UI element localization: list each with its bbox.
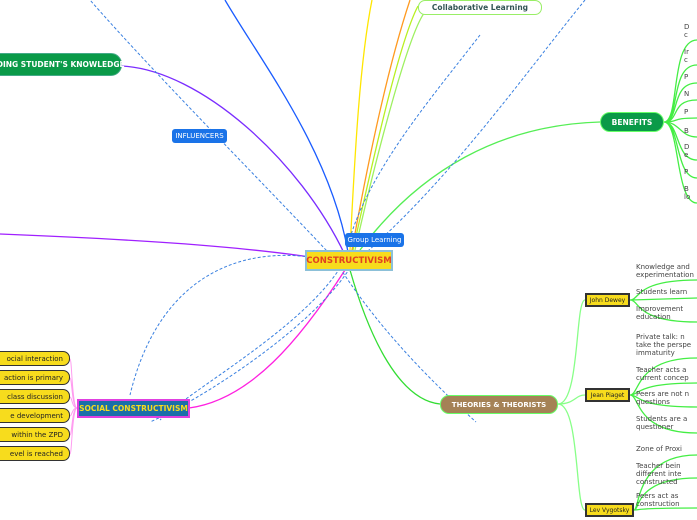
node-label: INFLUENCERS bbox=[175, 132, 224, 140]
benefit-item[interactable]: B bbox=[684, 127, 689, 135]
node-label: Lev Vygotsky bbox=[589, 506, 630, 514]
vygotsky-item[interactable]: Zone of Proxi bbox=[636, 445, 682, 453]
benefit-item[interactable]: P bbox=[684, 73, 689, 81]
benefits-node[interactable]: BENEFITS bbox=[600, 112, 664, 132]
node-label: evel is reached bbox=[9, 449, 63, 458]
node-label: within the ZPD bbox=[11, 430, 63, 439]
benefit-item[interactable]: P bbox=[684, 168, 689, 176]
group-learning-node[interactable]: Group Learning bbox=[345, 233, 404, 247]
dewey-item[interactable]: Students learn bbox=[636, 288, 688, 296]
node-label: CONSTRUCTIVISM bbox=[306, 255, 392, 266]
vygotsky-item[interactable]: Teacher bein different inte constructed bbox=[636, 462, 682, 486]
collaborative-learning-node[interactable]: Collaborative Learning bbox=[418, 0, 542, 15]
node-label: class discussion bbox=[7, 392, 63, 401]
node-label: action is primary bbox=[4, 373, 63, 382]
lev-vygotsky-node[interactable]: Lev Vygotsky bbox=[585, 503, 634, 517]
dewey-item[interactable]: Improvement education bbox=[636, 305, 684, 321]
john-dewey-node[interactable]: John Dewey bbox=[585, 293, 630, 307]
influencers-node[interactable]: INFLUENCERS bbox=[172, 129, 227, 143]
jean-piaget-node[interactable]: Jean Piaget bbox=[585, 388, 630, 402]
social-child[interactable]: action is primary bbox=[0, 370, 70, 385]
piaget-item[interactable]: Private talk: n take the perspe immaturi… bbox=[636, 333, 692, 357]
piaget-item[interactable]: Teacher acts a current concep bbox=[636, 366, 689, 382]
node-label: Group Learning bbox=[347, 236, 402, 244]
benefit-item[interactable]: Ir c bbox=[684, 48, 689, 64]
social-child[interactable]: ocial interaction bbox=[0, 351, 70, 366]
central-topic[interactable]: CONSTRUCTIVISM bbox=[305, 250, 393, 271]
benefit-item[interactable]: B lo bbox=[684, 185, 691, 201]
dewey-item[interactable]: Knowledge and experimentation bbox=[636, 263, 694, 279]
node-label: SOCIAL CONSTRUCTIVISM bbox=[79, 404, 188, 413]
social-constructivism-node[interactable]: SOCIAL CONSTRUCTIVISM bbox=[77, 399, 190, 418]
node-label: e development bbox=[10, 411, 63, 420]
node-label: Jean Piaget bbox=[590, 391, 625, 399]
node-label: Collaborative Learning bbox=[431, 3, 529, 12]
node-label: BUILDING STUDENT'S KNOWLEDGE bbox=[0, 60, 125, 69]
node-label: John Dewey bbox=[589, 296, 626, 304]
social-child[interactable]: e development bbox=[0, 408, 70, 423]
social-child[interactable]: class discussion bbox=[0, 389, 70, 404]
vygotsky-item[interactable]: Peers act as construction bbox=[636, 492, 680, 508]
node-label: BENEFITS bbox=[611, 117, 653, 127]
node-label: THEORIES & THEORISTS bbox=[451, 400, 547, 409]
benefit-item[interactable]: D e bbox=[684, 143, 690, 159]
node-label: ocial interaction bbox=[6, 354, 63, 363]
piaget-item[interactable]: Peers are not n questions bbox=[636, 390, 690, 406]
piaget-item[interactable]: Students are a questioner bbox=[636, 415, 688, 431]
benefit-item[interactable]: D c bbox=[684, 23, 690, 39]
theories-node[interactable]: THEORIES & THEORISTS bbox=[440, 395, 558, 414]
social-child[interactable]: evel is reached bbox=[0, 446, 70, 461]
benefit-item[interactable]: P bbox=[684, 108, 689, 116]
social-child[interactable]: within the ZPD bbox=[0, 427, 70, 442]
building-knowledge-node[interactable]: BUILDING STUDENT'S KNOWLEDGE bbox=[0, 53, 125, 76]
benefit-item[interactable]: N bbox=[684, 90, 690, 98]
